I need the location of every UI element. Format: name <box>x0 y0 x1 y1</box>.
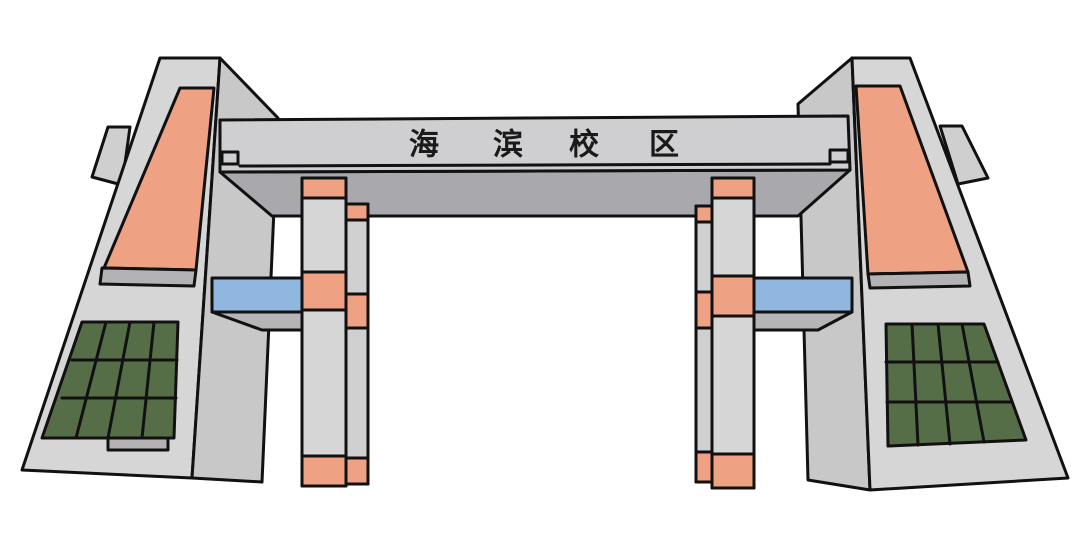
gate-sign-char-4: 区 <box>649 128 679 163</box>
right-tower-window-grid <box>884 322 1028 448</box>
gate-sign-char-3: 校 <box>569 128 599 163</box>
right-tower-panel-sill <box>866 270 972 290</box>
right-glass-band <box>748 276 854 332</box>
gate-beam <box>218 114 852 218</box>
gate-beam-face <box>218 114 852 174</box>
left-tower-window-grid <box>40 320 180 440</box>
gate-sign-char-1: 海 <box>409 128 439 163</box>
left-front-column <box>300 176 348 488</box>
right-front-column <box>710 176 756 490</box>
left-tower-panel-sill <box>98 266 198 288</box>
gate-sign: 海 滨 校 区 <box>409 128 679 163</box>
left-tower-window-sill <box>106 436 170 452</box>
gate-sign-char-2: 滨 <box>493 128 523 163</box>
right-tower <box>796 56 1070 492</box>
right-tower-side-ledge <box>938 124 990 186</box>
